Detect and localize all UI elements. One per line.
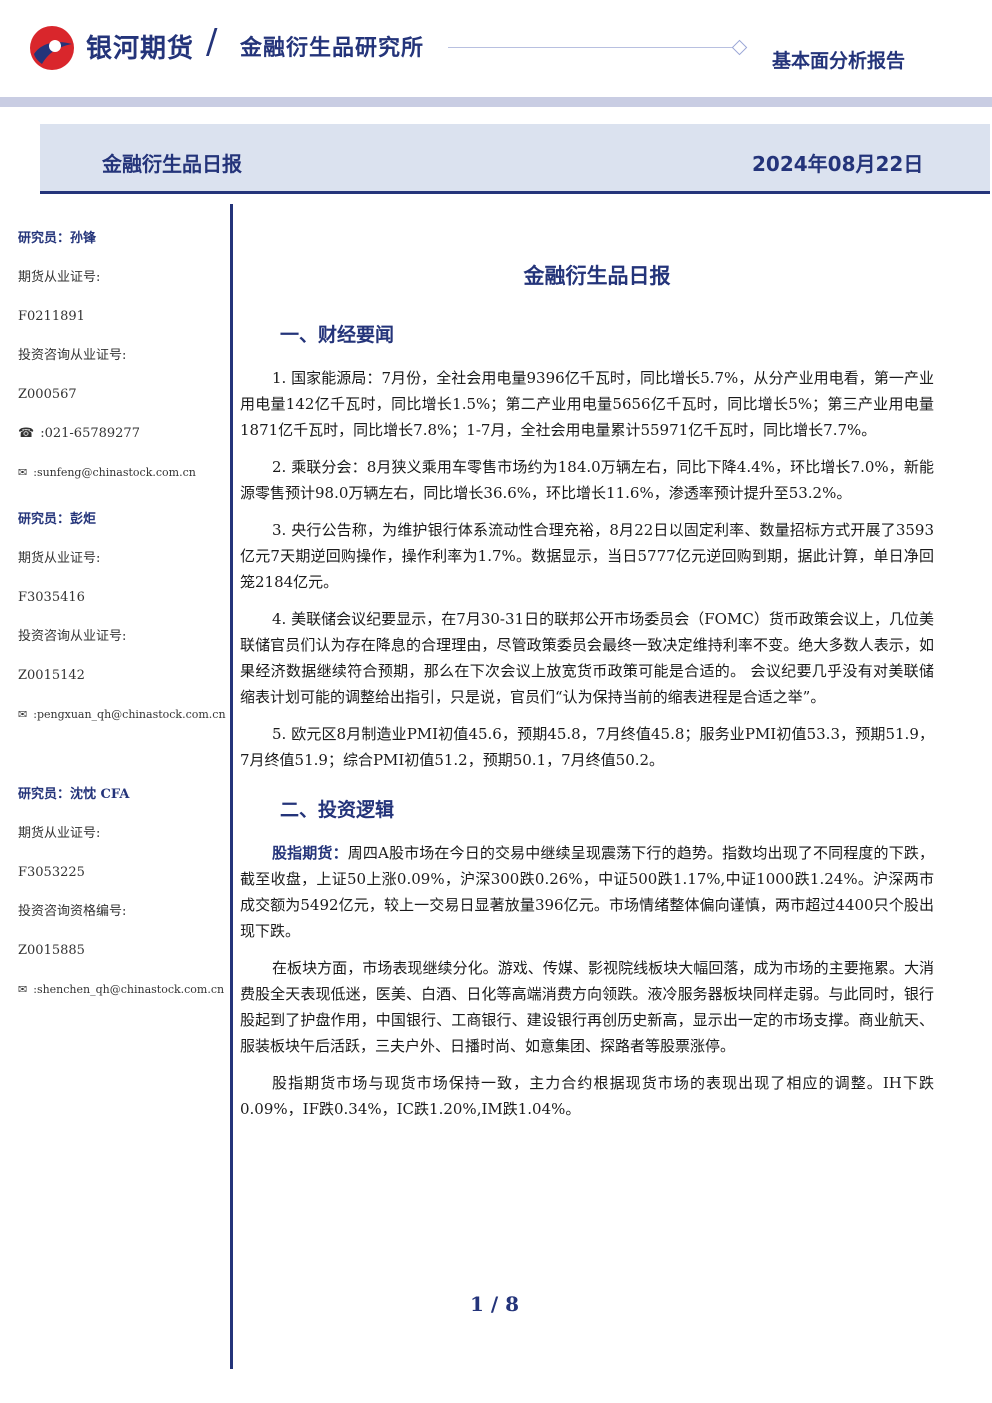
sidebar-divider — [230, 204, 233, 1369]
logic-paragraph: 股指期货市场与现货市场保持一致，主力合约根据现货市场的表现出现了相应的调整。IH… — [240, 1074, 934, 1118]
news-item: 5. 欧元区8月制造业PMI初值45.6，预期45.8，7月终值45.8；服务业… — [240, 725, 934, 769]
email-address[interactable]: pengxuan_qh@chinastock.com.cn — [36, 708, 226, 721]
consult-label: 投资咨询从业证号: — [18, 629, 127, 644]
title-banner — [40, 124, 990, 192]
email-row: ✉:shenchen_qh@chinastock.com.cn — [18, 977, 226, 1016]
news-item: 1. 国家能源局：7月份，全社会用电量9396亿千瓦时，同比增长5.7%，从分产… — [240, 369, 934, 439]
consult-number: Z0015142 — [18, 668, 85, 683]
consult-label: 投资咨询资格编号: — [18, 904, 127, 919]
institute-name: 金融衍生品研究所 — [240, 36, 425, 61]
email-row: ✉:sunfeng@chinastock.com.cn — [18, 460, 226, 499]
document-title: 金融衍生品日报 — [523, 264, 671, 288]
report-type: 基本面分析报告 — [772, 50, 906, 72]
license-label: 期货从业证号: — [18, 551, 101, 566]
logic-paragraph-text: 周四A股市场在今日的交易中继续呈现震荡下行的趋势。指数均出现了不同程度的下跌，截… — [240, 844, 934, 940]
report-header: 银河期货 / 金融衍生品研究所 基本面分析报告 — [0, 0, 992, 110]
researcher-name: 研究员：孙锋 — [18, 231, 97, 246]
consult-label: 投资咨询从业证号: — [18, 348, 127, 363]
banner-date: 2024年08月22日 — [752, 152, 924, 176]
logic-paragraph: 在板块方面，市场表现继续分化。游戏、传媒、影视院线板块大幅回落，成为市场的主要拖… — [240, 959, 934, 1055]
news-item: 3. 央行公告称，为维护银行体系流动性合理充裕，8月22日以固定利率、数量招标方… — [240, 521, 934, 591]
email-icon: ✉ — [18, 466, 28, 479]
consult-number: Z0015885 — [18, 943, 85, 958]
news-item: 4. 美联储会议纪要显示，在7月30-31日的联邦公开市场委员会（FOMC）货币… — [240, 610, 934, 706]
email-row: ✉:pengxuan_qh@chinastock.com.cn — [18, 702, 226, 741]
diamond-icon — [731, 39, 748, 56]
email-address[interactable]: sunfeng@chinastock.com.cn — [36, 466, 196, 479]
email-address[interactable]: shenchen_qh@chinastock.com.cn — [36, 983, 225, 996]
header-divider — [448, 47, 734, 48]
header-slash: / — [206, 22, 218, 62]
section-heading-news: 一、财经要闻 — [280, 324, 395, 346]
license-label: 期货从业证号: — [18, 826, 101, 841]
galaxy-logo-icon — [30, 26, 74, 70]
banner-title: 金融衍生品日报 — [102, 152, 242, 176]
brand-name: 银河期货 — [86, 34, 195, 64]
report-body: 金融衍生品日报 一、财经要闻 1. 国家能源局：7月份，全社会用电量9396亿千… — [240, 260, 934, 1133]
stock-index-futures-label: 股指期货： — [272, 844, 348, 862]
researcher-name: 研究员：彭炬 — [18, 512, 97, 527]
license-label: 期货从业证号: — [18, 270, 101, 285]
email-icon: ✉ — [18, 983, 28, 996]
license-number: F0211891 — [18, 309, 85, 324]
page-number: 1 / 8 — [470, 1292, 520, 1316]
section-heading-logic: 二、投资逻辑 — [280, 799, 395, 821]
researcher-sidebar: 研究员：孙锋 期货从业证号: F0211891 投资咨询从业证号: Z00056… — [18, 226, 226, 1016]
license-number: F3035416 — [18, 590, 85, 605]
phone-number: 021-65789277 — [44, 426, 140, 441]
phone-icon: ☎ — [18, 426, 35, 441]
license-number: F3053225 — [18, 865, 85, 880]
consult-number: Z000567 — [18, 387, 77, 402]
logic-paragraph: 股指期货：周四A股市场在今日的交易中继续呈现震荡下行的趋势。指数均出现了不同程度… — [240, 840, 934, 944]
researcher-name: 研究员：沈忱 CFA — [18, 787, 130, 802]
news-item: 2. 乘联分会：8月狭义乘用车零售市场约为184.0万辆左右，同比下降4.4%，… — [240, 458, 934, 502]
banner-underline — [40, 191, 990, 194]
phone-row: ☎:021-65789277 — [18, 421, 226, 460]
header-band — [0, 97, 992, 107]
email-icon: ✉ — [18, 708, 28, 721]
